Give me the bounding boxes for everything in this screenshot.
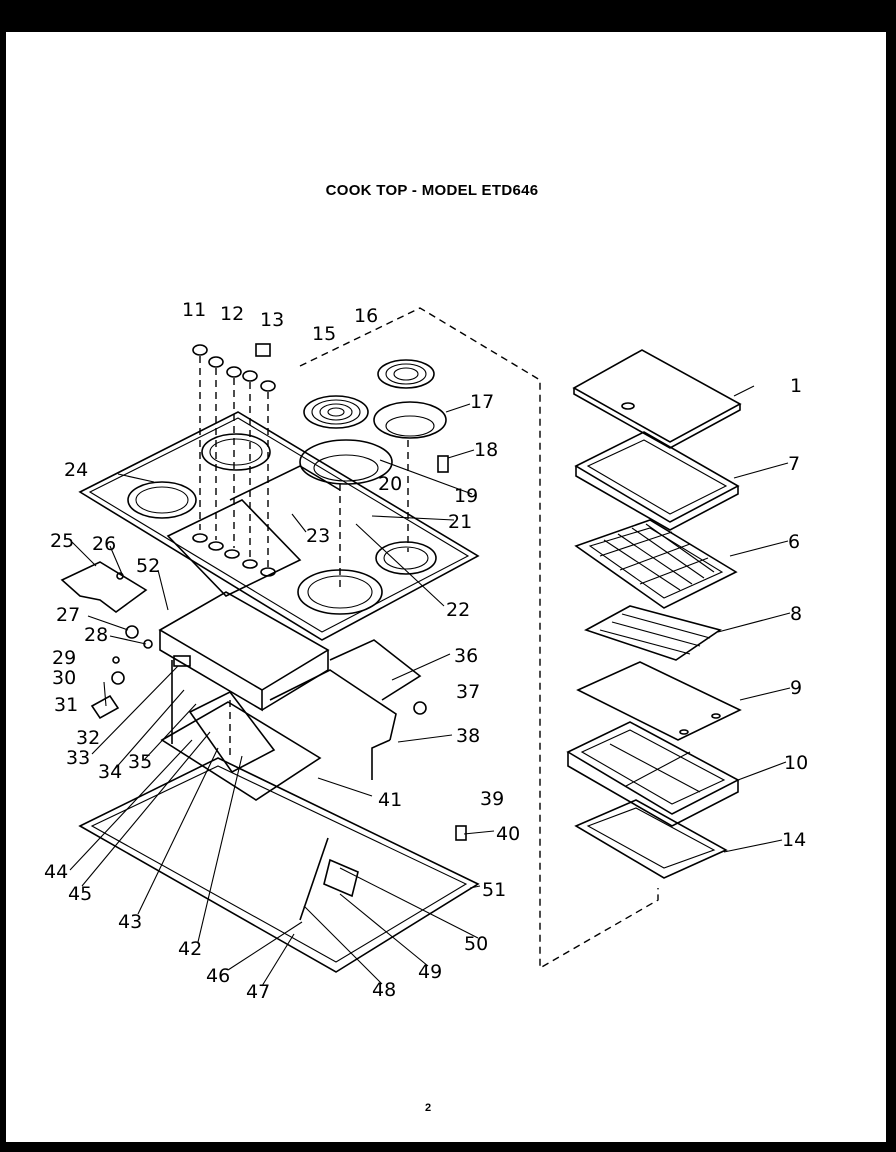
- callout-42: 42: [178, 938, 202, 960]
- callout-51: 51: [482, 879, 506, 901]
- callout-6: 6: [788, 531, 800, 553]
- callout-36: 36: [454, 645, 478, 667]
- callout-38: 38: [456, 725, 480, 747]
- callout-41: 41: [378, 789, 402, 811]
- callout-11: 11: [182, 299, 206, 321]
- callout-29: 29: [52, 647, 76, 669]
- callout-39: 39: [480, 788, 504, 810]
- callout-34: 34: [98, 761, 122, 783]
- cooktop-top-panel: [78, 411, 480, 641]
- callout-8: 8: [790, 603, 802, 625]
- callout-47: 47: [246, 981, 270, 1003]
- callout-28: 28: [84, 624, 108, 646]
- callout-18: 18: [474, 439, 498, 461]
- callout-23: 23: [306, 525, 330, 547]
- control-knobs: [192, 343, 276, 570]
- callout-31: 31: [54, 694, 78, 716]
- callout-37: 37: [456, 681, 480, 703]
- callout-1: 1: [790, 375, 802, 397]
- callout-25: 25: [50, 530, 74, 552]
- callout-27: 27: [56, 604, 80, 626]
- broiler-parts: [566, 349, 742, 879]
- callout-9: 9: [790, 677, 802, 699]
- broiler-group-boundary: [299, 307, 659, 970]
- callout-15: 15: [312, 323, 336, 345]
- callout-35: 35: [128, 751, 152, 773]
- callout-33: 33: [66, 747, 90, 769]
- callout-46: 46: [206, 965, 230, 987]
- leader-lines: [69, 385, 791, 987]
- callout-16: 16: [354, 305, 378, 327]
- callout-44: 44: [44, 861, 68, 883]
- callout-49: 49: [418, 961, 442, 983]
- callout-7: 7: [788, 453, 800, 475]
- callout-50: 50: [464, 933, 488, 955]
- control-housing: [158, 591, 422, 801]
- callout-22: 22: [446, 599, 470, 621]
- callout-48: 48: [372, 979, 396, 1001]
- callout-19: 19: [454, 485, 478, 507]
- page-number: 2: [424, 1102, 432, 1114]
- callout-52: 52: [136, 555, 160, 577]
- callout-43: 43: [118, 911, 142, 933]
- callout-17: 17: [470, 391, 494, 413]
- callout-26: 26: [92, 533, 116, 555]
- callout-10: 10: [784, 752, 808, 774]
- callout-20: 20: [378, 473, 402, 495]
- callout-45: 45: [68, 883, 92, 905]
- callout-32: 32: [76, 727, 100, 749]
- callout-labels: 1 6 7 8 9 10 11 12 13 14 15 16 17 18 19 …: [44, 299, 808, 1003]
- small-parts: [60, 561, 467, 841]
- page-title: COOK TOP - MODEL ETD646: [325, 182, 539, 199]
- callout-12: 12: [220, 303, 244, 325]
- callout-13: 13: [260, 309, 284, 331]
- callout-40: 40: [496, 823, 520, 845]
- burner-elements: [299, 359, 449, 590]
- callout-21: 21: [448, 511, 472, 533]
- callout-24: 24: [64, 459, 88, 481]
- drawing-sheet: [6, 32, 886, 1142]
- callout-30: 30: [52, 667, 76, 689]
- callout-14: 14: [782, 829, 806, 851]
